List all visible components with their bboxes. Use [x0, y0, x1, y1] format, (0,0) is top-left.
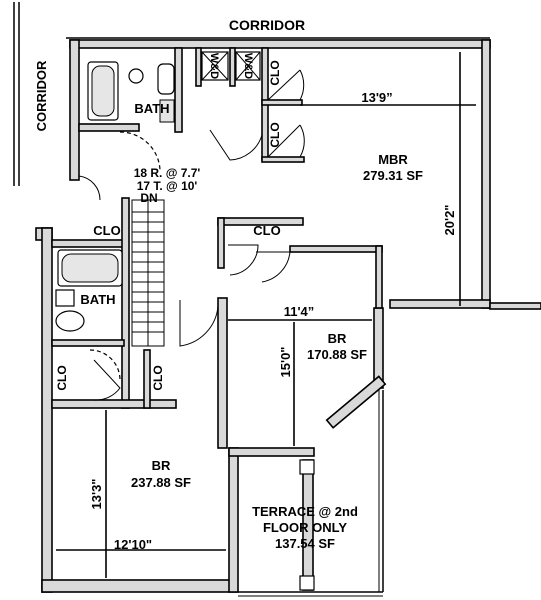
stairs	[131, 199, 165, 347]
br-lower-area: 237.88 SF	[131, 475, 191, 490]
corridor-top-label: CORRIDOR	[229, 17, 305, 33]
br-lower-depth-dimension: 13'3"	[89, 479, 104, 510]
br-center-area: 170.88 SF	[307, 347, 367, 362]
mbr-depth-dimension: 20'2"	[442, 205, 457, 236]
mbr-width-dimension: 13'9”	[361, 90, 392, 105]
bath-upper-label: BATH	[134, 101, 169, 116]
br-center-width-dimension: 11'4”	[284, 304, 315, 319]
dimension-lines	[56, 52, 476, 578]
closet-lower-label-1: CLO	[55, 365, 69, 390]
terrace-area: 137.54 SF	[275, 536, 335, 551]
washer-dryer-units	[201, 51, 261, 81]
br-lower-title: BR	[152, 458, 171, 473]
closet-hall-label: CLO	[93, 223, 120, 238]
mbr-area: 279.31 SF	[363, 168, 423, 183]
closet-lower-label-2: CLO	[151, 365, 165, 390]
br-lower-width-dimension: 12'10"	[114, 537, 152, 552]
corridor-lines	[13, 2, 490, 186]
br-center-title: BR	[328, 331, 347, 346]
terrace-title-line2: FLOOR ONLY	[263, 520, 347, 535]
bath-lower-label: BATH	[80, 292, 115, 307]
closet-center-label: CLO	[253, 223, 280, 238]
washer-dryer-label-1: W&D	[208, 53, 220, 79]
bath-upper-fixtures	[87, 61, 175, 123]
door-swings	[78, 69, 305, 401]
stair-risers-label: 18 R. @ 7.7'	[134, 166, 201, 180]
mbr-title: MBR	[378, 152, 408, 167]
terrace-railing	[238, 390, 384, 597]
bath-lower-fixtures	[55, 249, 123, 332]
stair-treads-label: 17 T. @ 10'	[137, 179, 198, 193]
corridor-left-label: CORRIDOR	[34, 60, 49, 131]
br-center-depth-dimension: 15'0"	[278, 347, 293, 378]
washer-dryer-label-2: W&D	[242, 53, 254, 79]
closet-mbr-label-1: CLO	[268, 60, 282, 85]
terrace-title-line1: TERRACE @ 2nd	[252, 504, 358, 519]
exterior-walls	[35, 39, 541, 593]
closet-mbr-label-2: CLO	[268, 122, 282, 147]
stair-direction-label: DN	[140, 191, 157, 205]
interior-walls	[51, 47, 383, 449]
